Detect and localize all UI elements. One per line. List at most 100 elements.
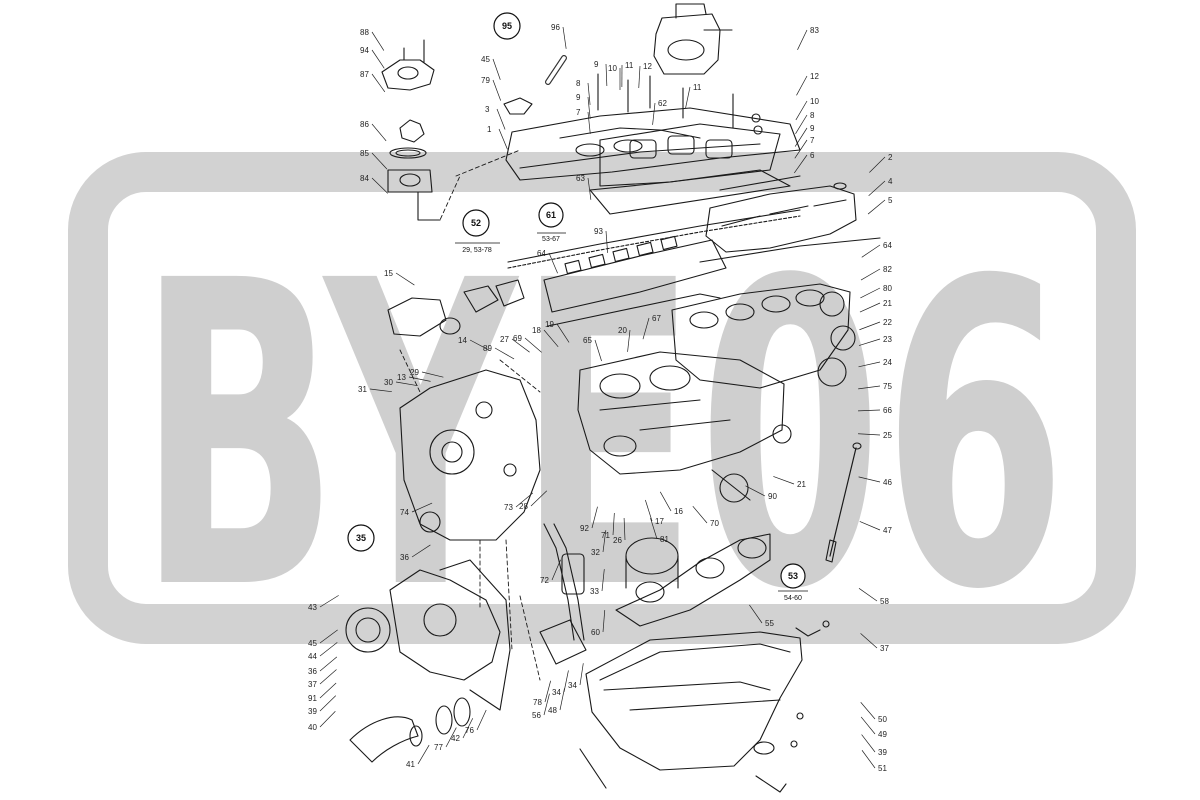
cylinder-head <box>671 283 856 389</box>
leader-line <box>562 26 567 49</box>
leader-line <box>867 199 886 215</box>
part-number: 7 <box>810 136 815 145</box>
part-number: 89 <box>483 344 492 353</box>
leader-line <box>319 629 338 644</box>
leader-line <box>408 376 431 382</box>
crankshaft-piston <box>615 533 771 627</box>
leader-line <box>659 491 672 512</box>
leader-line <box>411 502 433 513</box>
leader-line <box>319 682 337 699</box>
part-number: 12 <box>643 62 652 71</box>
part-number: 88 <box>360 28 369 37</box>
leader-line <box>745 485 766 497</box>
leader-line <box>530 490 548 507</box>
part-number: 13 <box>397 373 406 382</box>
part-number: 50 <box>878 715 887 724</box>
part-number: 72 <box>540 576 549 585</box>
leader-line <box>492 79 502 101</box>
leader-line <box>319 656 338 672</box>
leader-line <box>469 339 490 351</box>
leader-line <box>861 750 876 769</box>
part-number: 36 <box>308 667 317 676</box>
leader-line <box>462 718 474 739</box>
part-number: 16 <box>674 507 683 516</box>
part-number: 67 <box>652 314 661 323</box>
part-number: 9 <box>810 124 815 133</box>
callout-95: 95 <box>493 12 521 40</box>
leader-line <box>494 347 515 360</box>
part-number: 17 <box>655 517 664 526</box>
part-number: 80 <box>883 284 892 293</box>
assembly-guide-lines <box>399 149 541 681</box>
part-number: 36 <box>400 553 409 562</box>
part-number: 64 <box>537 249 546 258</box>
callout-group: 95 52 29, 53-78 61 53-67 35 53 54-60 <box>347 12 808 602</box>
watermark-text: BYE06 <box>137 193 1067 682</box>
bolts-top <box>597 73 763 135</box>
leader-line <box>642 317 650 340</box>
gasket-lower <box>699 237 881 263</box>
svg-text:29, 53-78: 29, 53-78 <box>462 247 492 254</box>
leader-line <box>627 329 631 352</box>
leader-line <box>623 518 626 541</box>
svg-text:61: 61 <box>546 210 556 220</box>
part-number: 48 <box>548 706 557 715</box>
part-number: 94 <box>360 46 369 55</box>
leader-line <box>859 321 881 331</box>
leader-line <box>371 31 385 51</box>
part-number: 65 <box>583 336 592 345</box>
leader-line <box>587 111 591 134</box>
part-number: 40 <box>308 723 317 732</box>
leader-line <box>579 663 584 686</box>
engine-line-art <box>345 3 881 793</box>
leader-line <box>319 669 337 685</box>
part-number: 92 <box>580 524 589 533</box>
leader-line <box>395 381 418 387</box>
part-number: 75 <box>883 382 892 391</box>
leader-line <box>551 559 561 581</box>
part-number: 25 <box>883 431 892 440</box>
part-number: 64 <box>883 241 892 250</box>
leader-lines <box>319 26 886 769</box>
svg-text:53: 53 <box>788 571 798 581</box>
leader-line <box>563 670 569 693</box>
part-number: 58 <box>880 597 889 606</box>
part-number: 83 <box>810 26 819 35</box>
part-number: 30 <box>384 378 393 387</box>
leader-line <box>869 156 886 173</box>
leader-line <box>543 329 559 348</box>
part-number: 6 <box>810 151 815 160</box>
part-number: 32 <box>591 548 600 557</box>
part-number: 12 <box>810 72 819 81</box>
part-number: 34 <box>568 681 577 690</box>
part-number: 21 <box>883 299 892 308</box>
leader-line <box>860 268 881 281</box>
leader-line <box>794 127 808 147</box>
leader-line <box>371 123 387 142</box>
leader-line <box>868 180 886 196</box>
callout-61: 61 53-67 <box>537 202 566 243</box>
part-number: 60 <box>591 628 600 637</box>
leader-line <box>602 610 606 633</box>
part-number: 39 <box>308 707 317 716</box>
carburettor <box>653 3 733 75</box>
water-pump <box>345 559 511 711</box>
leader-line <box>860 633 878 649</box>
leader-line <box>861 734 876 753</box>
leader-line <box>858 588 878 602</box>
oil-sump <box>585 631 803 771</box>
part-number: 28 <box>519 502 528 511</box>
part-number: 9 <box>594 60 599 69</box>
leader-line <box>445 727 457 748</box>
part-number: 10 <box>810 97 819 106</box>
leader-line <box>515 492 534 508</box>
leader-line <box>319 695 337 712</box>
leader-line <box>795 114 808 134</box>
part-number: 7 <box>576 108 581 117</box>
svg-text:95: 95 <box>502 21 512 31</box>
leader-line <box>556 323 570 343</box>
part-number: 96 <box>551 23 560 32</box>
leader-line <box>795 100 808 121</box>
leader-line <box>861 244 881 258</box>
part-number: 42 <box>451 734 460 743</box>
